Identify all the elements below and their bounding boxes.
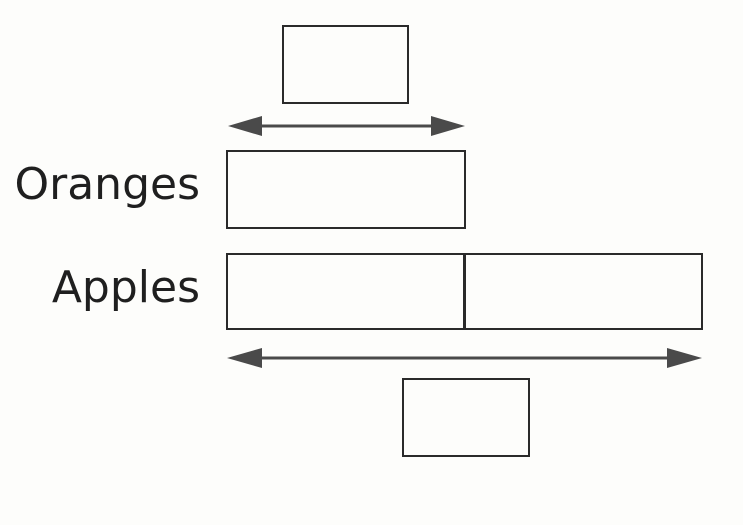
answer-box-bottom[interactable] <box>402 378 530 457</box>
apples-width-arrow <box>227 348 702 368</box>
apples-bar-unit-2 <box>463 253 703 330</box>
oranges-width-arrow <box>228 116 465 136</box>
oranges-bar <box>226 150 466 229</box>
oranges-label: Oranges <box>14 159 201 210</box>
answer-box-top[interactable] <box>282 25 409 104</box>
apples-bar-unit-1 <box>226 253 466 330</box>
apples-label: Apples <box>51 262 200 313</box>
